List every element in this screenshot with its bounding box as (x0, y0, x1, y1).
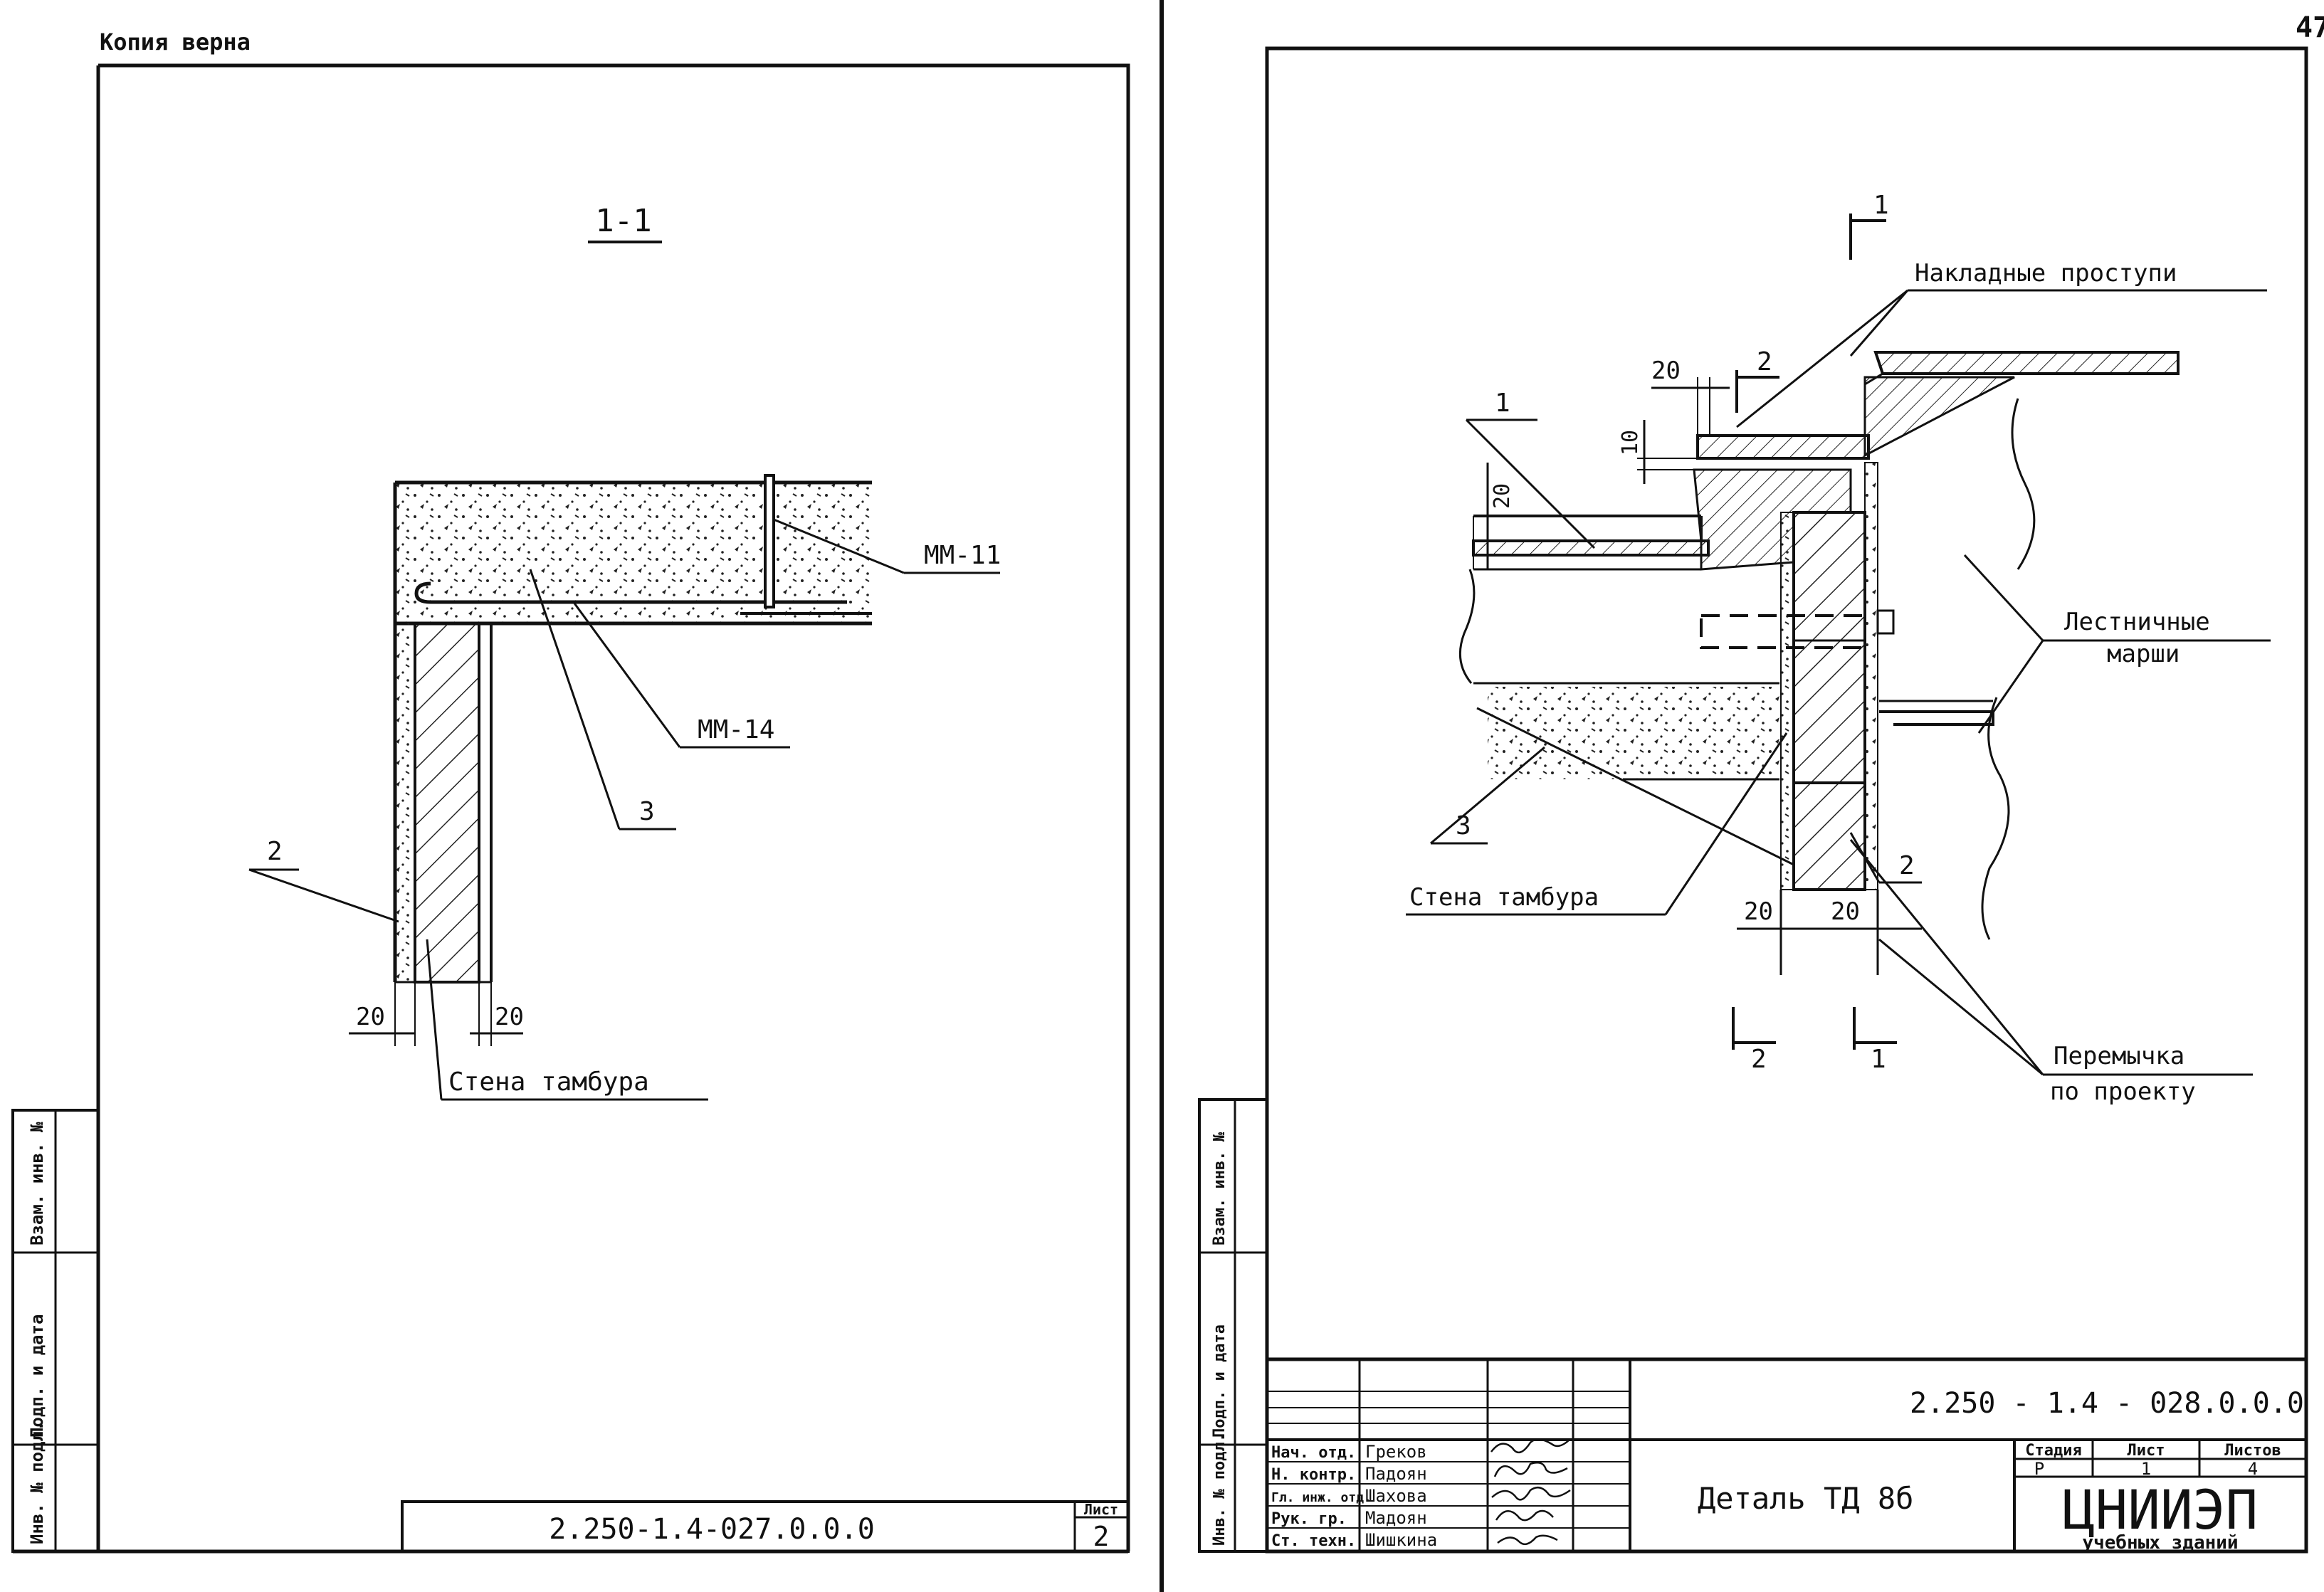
inv-podl-label: Инв. № подл. (27, 1421, 47, 1544)
r-podp-data-label: Подп. и дата (1211, 1324, 1229, 1438)
list-value: 1 (2141, 1459, 2151, 1479)
wall-section (395, 622, 493, 984)
dim-right-20: 20 (495, 1003, 524, 1031)
cut2-top: 2 (1757, 347, 1772, 376)
left-dimensions: 20 20 (349, 982, 524, 1046)
label-marshi-2: марши (2107, 640, 2180, 668)
detail-drawing: 1 2 2 1 20 10 20 20 (1406, 191, 2271, 1106)
sig-name-3: Шахова (1365, 1486, 1427, 1506)
label-peremychka-2: по проекту (2050, 1077, 2196, 1106)
listov-header: Листов (2224, 1442, 2281, 1460)
listov-value: 4 (2248, 1459, 2258, 1479)
sig-role-2: Н. контр. (1271, 1466, 1356, 1484)
stadia-header: Стадия (2025, 1442, 2081, 1460)
sig-name-2: Падоян (1365, 1464, 1427, 1484)
cut2-bottom: 2 (1751, 1045, 1767, 1074)
left-leaders: ММ-11 ММ-14 3 2 Стена тамбура (248, 518, 1001, 1101)
page-number: 47 (2296, 11, 2324, 44)
dim-20-b: 20 (1831, 897, 1860, 926)
podp-data-label: Подп. и дата (27, 1314, 47, 1438)
section-label-1-1: 1-1 (595, 203, 651, 239)
label-1: 1 (1495, 389, 1510, 418)
label-wall-left: Стена тамбура (448, 1068, 649, 1097)
title-block: Нач. отд. Греков Н. контр. Падоян Гл. ин… (1265, 1357, 2308, 1554)
right-sheet: Инв. № подл. Подп. и дата Взам. инв. № Н… (1198, 46, 2308, 1554)
signature-scribbles (1490, 1438, 1571, 1546)
right-side-stamp: Инв. № подл. Подп. и дата Взам. инв. № (1198, 1098, 1268, 1553)
slab-section (393, 474, 872, 982)
cut1-bottom: 1 (1871, 1045, 1886, 1074)
label-mm-14: ММ-14 (698, 715, 774, 744)
left-sheet-label: Лист (1084, 1501, 1118, 1518)
doc-title: Деталь ТД 8б (1698, 1481, 1913, 1516)
sig-name-5: Шишкина (1365, 1530, 1437, 1550)
label-marshi-1: Лестничные (2064, 608, 2210, 636)
dim-left-20: 20 (356, 1003, 385, 1031)
org-name: ЦНИИЭП (2063, 1478, 2259, 1541)
label-3-right: 3 (1456, 811, 1471, 840)
label-nakladnye: Накладные проступи (1915, 259, 2177, 288)
dim-20-left: 20 (1490, 483, 1515, 509)
label-2: 2 (267, 837, 283, 866)
dim-20-top: 20 (1651, 357, 1681, 385)
vzam-inv-label: Взам. инв. № (27, 1122, 47, 1245)
list-header: Лист (2128, 1442, 2165, 1460)
dim-20-a: 20 (1744, 897, 1773, 926)
left-stamp-code: 2.250-1.4-027.0.0.0 (549, 1513, 875, 1546)
label-peremychka-1: Перемычка (2054, 1042, 2184, 1070)
left-sheet-number: 2 (1093, 1521, 1110, 1552)
r-inv-podl-label: Инв. № подл. (1211, 1433, 1229, 1546)
label-3: 3 (639, 797, 655, 826)
label-mm-11: ММ-11 (924, 541, 1001, 570)
copy-note: Копия верна (100, 28, 251, 56)
sig-role-5: Ст. техн. (1271, 1532, 1356, 1550)
left-sheet: Копия верна Инв. № подл. Подп. и дата Вз… (11, 28, 1130, 1554)
dim-10: 10 (1618, 430, 1643, 455)
sig-name-1: Греков (1365, 1442, 1427, 1462)
sig-role-3: Гл. инж. отд. (1271, 1490, 1372, 1505)
r-vzam-inv-label: Взам. инв. № (1211, 1132, 1229, 1245)
label-wall-right: Стена тамбура (1409, 883, 1599, 912)
stadia-value: Р (2034, 1459, 2044, 1479)
doc-code: 2.250 - 1.4 - 028.0.0.0 (1910, 1387, 2304, 1420)
label-2-right: 2 (1899, 851, 1915, 880)
left-frame (98, 63, 1130, 1551)
cut1-top: 1 (1873, 191, 1889, 220)
org-sub: учебных зданий (2082, 1532, 2238, 1554)
sig-name-4: Мадоян (1365, 1508, 1427, 1528)
sig-role-4: Рук. гр. (1271, 1510, 1347, 1528)
sig-role-1: Нач. отд. (1271, 1444, 1356, 1462)
left-side-stamp: Инв. № подл. Подп. и дата Взам. инв. № (11, 1109, 100, 1553)
left-bottom-stamp: 2.250-1.4-027.0.0.0 Лист 2 (401, 1500, 1130, 1553)
